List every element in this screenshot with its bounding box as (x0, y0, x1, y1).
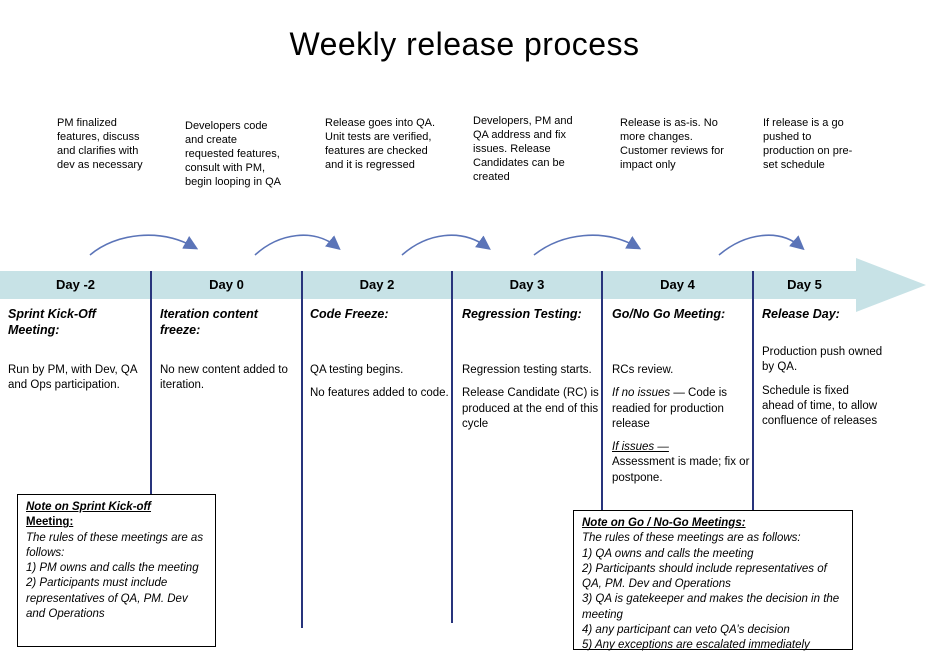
flow-arrows (89, 234, 805, 256)
column-body: QA testing begins. No features added to … (310, 364, 449, 400)
flow-arrow-icon (401, 234, 491, 256)
phase-description-3: Release goes into QA. Unit tests are ver… (325, 117, 436, 172)
column-heading: Iteration content freeze: (160, 307, 258, 338)
note-heading: Meeting: (26, 516, 74, 529)
note-line: The rules of these meetings are as follo… (26, 531, 204, 559)
flow-arrow-icon (254, 234, 341, 256)
column-divider (150, 271, 152, 494)
note-line: The rules of these meetings are as follo… (582, 532, 801, 545)
flow-arrow-icon (533, 234, 642, 256)
phase-description-2: Developers code and create requested fea… (185, 120, 282, 189)
timeline-bar (0, 271, 856, 299)
phase-description-1: PM finalized features, discuss and clari… (57, 117, 143, 172)
column-heading: Regression Testing: (462, 307, 582, 321)
timeline-column-day4: Go/No Go Meeting: RCs review. If no issu… (612, 306, 754, 496)
timeline-column-day3: Regression Testing: Regression testing s… (462, 306, 600, 486)
column-body: Run by PM, with Dev, QA and Ops particip… (8, 364, 137, 392)
note-heading: Note on Go / No-Go Meetings: (582, 517, 746, 529)
column-divider (601, 271, 603, 510)
timeline-day-label: Day 4 (660, 277, 695, 292)
timeline-day-label: Day -2 (55, 277, 96, 292)
timeline-arrowhead-icon (856, 258, 926, 312)
column-body: Regression testing starts. Release Candi… (462, 364, 599, 430)
timeline-day-label: Day 3 (509, 277, 545, 292)
phase-description-4: Developers, PM and QA address and fix is… (473, 115, 573, 184)
timeline-column-day2: Code Freeze: QA testing begins. No featu… (310, 306, 450, 486)
note-line: 2) Participants must include representat… (26, 577, 188, 620)
timeline-column-day0: Iteration content freeze: No new content… (160, 306, 292, 486)
note-line: 2) Participants should include represent… (582, 562, 827, 591)
column-divider (301, 271, 303, 628)
timeline-column-day5: Release Day: Production push owned by QA… (762, 306, 884, 486)
note-line: 4) any participant can veto QA’s decisio… (582, 623, 790, 636)
page-title: Weekly release process (289, 26, 640, 62)
conditional-label: If issues — (612, 441, 669, 454)
column-body: No new content added to iteration. (160, 364, 288, 392)
flow-arrow-icon (89, 234, 199, 256)
column-heading: Sprint Kick-Off Meeting: (8, 307, 96, 338)
timeline-day-label: Day 0 (209, 277, 244, 292)
phase-description-5: Release is as-is. No more changes. Custo… (620, 117, 724, 172)
column-heading: Release Day: (762, 307, 840, 321)
column-divider (451, 271, 453, 623)
column-divider (752, 271, 754, 510)
column-body: Production push owned by QA. Schedule is… (762, 346, 883, 428)
note-line: 1) QA owns and calls the meeting (582, 547, 754, 560)
timeline-day-label: Day 2 (359, 277, 395, 292)
timeline-day-label: Day 5 (787, 277, 822, 292)
column-heading: Code Freeze: (310, 307, 389, 321)
note-line: 1) PM owns and calls the meeting (26, 562, 199, 575)
phase-description-6: If release is a go pushed to production … (763, 117, 853, 172)
note-line: 5) Any exceptions are escalated immediat… (582, 639, 810, 652)
flow-arrow-icon (718, 234, 805, 256)
note-line: 3) QA is gatekeeper and makes the decisi… (582, 593, 840, 621)
timeline-column-day-minus2: Sprint Kick-Off Meeting: Run by PM, with… (8, 306, 140, 486)
note-box-go-nogo: Note on Go / No-Go Meetings: The rules o… (573, 510, 853, 652)
conditional-label: If no issues (612, 387, 671, 400)
column-body: RCs review. If no issues — Code is readi… (612, 364, 750, 484)
note-heading: Note on Sprint Kick-off (26, 501, 152, 513)
note-box-sprint-kickoff: Note on Sprint Kick-off Meeting: The rul… (17, 494, 216, 647)
column-heading: Go/No Go Meeting: (612, 307, 726, 321)
